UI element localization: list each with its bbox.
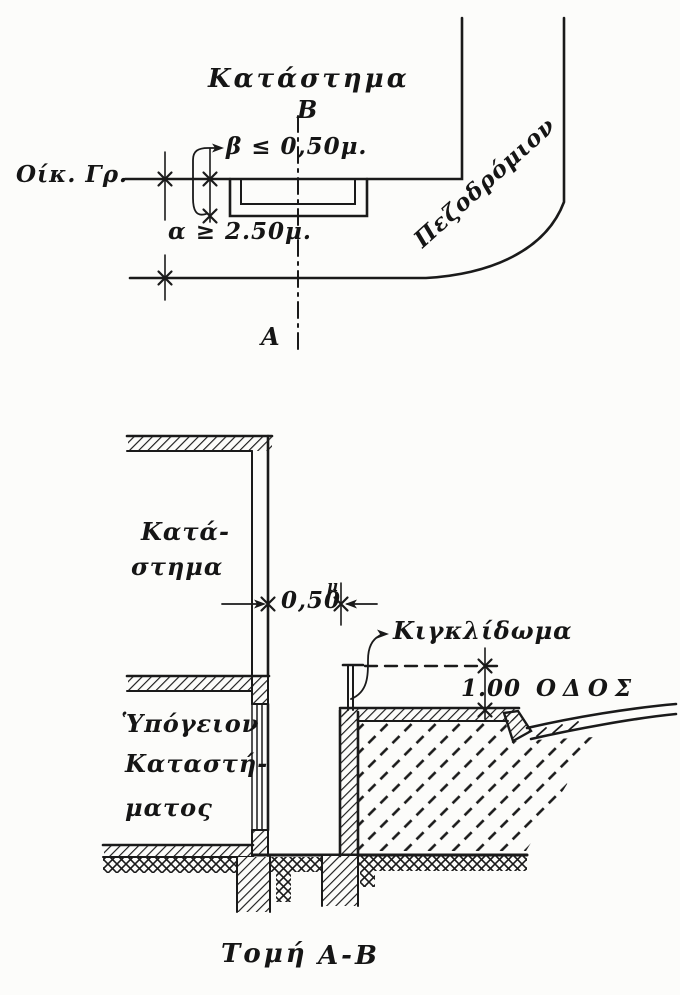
earth-fill	[358, 722, 596, 851]
earth-band-right	[340, 855, 527, 871]
building-line-label: Οίκ. Γρ.	[16, 161, 129, 188]
street-label: ΟΔΟΣ	[536, 675, 639, 702]
earth-band-pit	[270, 857, 322, 872]
railing-leader	[350, 634, 382, 700]
basement-label-line3: ματος	[125, 793, 213, 822]
basement-floor-hatch	[104, 845, 253, 857]
basement-ceiling-hatch	[128, 676, 254, 691]
store-label-line2: στημα	[131, 552, 224, 581]
store-label-line1: Κατά-	[141, 517, 230, 546]
road-surface	[525, 702, 678, 730]
recess-dim-leader	[192, 147, 217, 216]
pit-width-unit: μ	[327, 577, 339, 595]
curb-line	[128, 16, 566, 280]
plan-view	[123, 16, 566, 355]
earth-band-left	[103, 858, 255, 873]
section-caption-marks: Α-Β	[318, 941, 380, 971]
section-caption-title: Τομή	[221, 939, 308, 969]
pit-width-value: 0,50	[281, 587, 342, 614]
basement-label-line1: Ὑπόγειον	[121, 709, 260, 738]
basement-label-line2: Καταστή-	[125, 749, 269, 778]
recess-dimension-label: β ≤ 0,50μ.	[226, 133, 368, 160]
section-mark-a: Α	[261, 322, 281, 351]
recess-dim-arrow	[212, 143, 224, 153]
plan-building-label: Κατάστημα	[208, 64, 410, 94]
section-mark-b: Β	[297, 95, 319, 124]
railing-leader-arrow	[377, 629, 389, 639]
foundation-pier-left	[237, 857, 270, 912]
sidewalk-dimension-label: α ≥ 2.50μ.	[168, 218, 312, 245]
railing-post	[347, 665, 354, 711]
ground-slab-hatch	[128, 436, 272, 451]
sidewalk-hatch	[342, 708, 518, 721]
section-view	[101, 434, 678, 913]
basement-window	[251, 703, 263, 831]
building-line	[123, 16, 464, 181]
foundation-pier-right	[322, 856, 358, 906]
railing-height-value: 1.00	[461, 675, 522, 702]
railing-label: Κιγκλίδωμα	[393, 616, 573, 645]
curb-block	[502, 709, 533, 743]
retaining-wall-hatch	[340, 710, 358, 856]
